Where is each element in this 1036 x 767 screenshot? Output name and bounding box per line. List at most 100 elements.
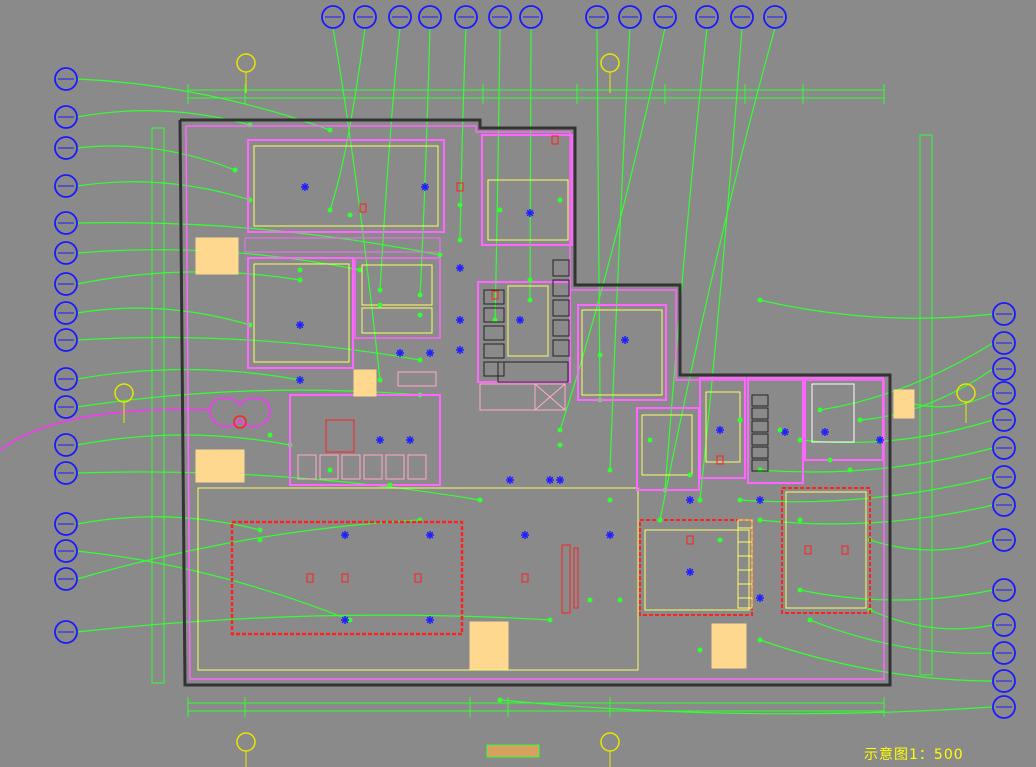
sprinkler [557, 442, 563, 448]
column-a [561, 544, 571, 614]
callout-circle [54, 301, 78, 325]
leader-line [76, 516, 261, 531]
sprinkler [327, 467, 333, 473]
sprinkler [777, 427, 783, 433]
chair [385, 454, 405, 480]
callout-circle [54, 461, 78, 485]
leader-line [76, 550, 351, 621]
callout-top [454, 5, 478, 29]
callout-left [54, 367, 78, 391]
closet-shelf [751, 446, 769, 459]
sprinkler [297, 267, 303, 273]
downlight [341, 531, 349, 539]
spotlight [716, 455, 724, 465]
bath-b-inner [705, 391, 741, 463]
cabinet [552, 279, 570, 297]
callout-left [54, 539, 78, 563]
leader-end [377, 287, 383, 293]
room-lower-right-inner [785, 491, 867, 609]
cabinet-bottom-2 [711, 623, 747, 669]
dimension-lines [114, 53, 976, 767]
callout-right [992, 669, 1016, 693]
leader-end [492, 317, 498, 323]
sprinkler [647, 437, 653, 443]
leader-end [457, 237, 463, 243]
callout-circle [353, 5, 377, 29]
callout-circle [388, 5, 412, 29]
callout-top [730, 5, 754, 29]
leader-end [437, 252, 443, 258]
leader-end [232, 167, 238, 173]
downlight [516, 316, 524, 324]
downlight-ray [716, 426, 724, 434]
leader-end [607, 467, 613, 473]
spotlight [551, 135, 559, 145]
callout-circle [992, 381, 1016, 405]
downlight [521, 531, 529, 539]
leader-end [697, 497, 703, 503]
leader-line [76, 614, 551, 633]
leader-line [529, 27, 532, 301]
sprinkler [497, 207, 503, 213]
room-upper-small [481, 134, 573, 246]
spotlight [414, 573, 422, 583]
storage [534, 383, 566, 411]
downlight [606, 531, 614, 539]
sprinkler [737, 417, 743, 423]
callout-right [992, 408, 1016, 432]
leader-line [596, 27, 601, 401]
callout-circle [992, 695, 1016, 719]
room-lower-center-inner [644, 529, 750, 611]
callout-top [488, 5, 512, 29]
callout-right [992, 357, 1016, 381]
hall-ceiling [230, 520, 464, 636]
callout-top [763, 5, 787, 29]
callout-top [695, 5, 719, 29]
leader-line [332, 27, 381, 381]
callout-circle [54, 241, 78, 265]
downlight-ray [521, 531, 529, 539]
callout-circle [730, 5, 754, 29]
sprinkler [607, 497, 613, 503]
title-block [486, 744, 540, 758]
leader-end [327, 207, 333, 213]
downlight [781, 428, 789, 436]
leader-end [497, 697, 503, 703]
leader-end [797, 587, 803, 593]
downlight-ray [296, 321, 304, 329]
downlight [686, 568, 694, 576]
downlight-ray [301, 183, 309, 191]
leader-line [819, 342, 994, 411]
column-b [573, 547, 579, 609]
leader-line [759, 504, 994, 525]
callout-left [54, 105, 78, 129]
dim-strip-right [919, 134, 933, 676]
callout-circle [54, 395, 78, 419]
callout-circle [54, 211, 78, 235]
closet-shelf [751, 394, 769, 407]
downlight-ray [756, 594, 764, 602]
callout-circle [54, 67, 78, 91]
storage [479, 383, 536, 411]
callout-circle [519, 5, 543, 29]
downlight-ray [396, 349, 404, 357]
callout-circle [321, 5, 345, 29]
downlight-ray [821, 428, 829, 436]
outer-wall-inner [185, 125, 885, 680]
dining [289, 394, 441, 486]
leader-line [499, 699, 994, 715]
leader-end [797, 437, 803, 443]
hall-floor [197, 487, 639, 671]
leader-end [857, 417, 863, 423]
callout-circle [653, 5, 677, 29]
chair [407, 454, 427, 480]
spotlight [841, 545, 849, 555]
cabinet [483, 325, 505, 341]
leader-line [76, 471, 481, 501]
callout-circle [992, 528, 1016, 552]
callout-right [992, 436, 1016, 460]
island [507, 285, 549, 357]
leader-end [757, 297, 763, 303]
downlight [621, 336, 629, 344]
callout-left [54, 67, 78, 91]
